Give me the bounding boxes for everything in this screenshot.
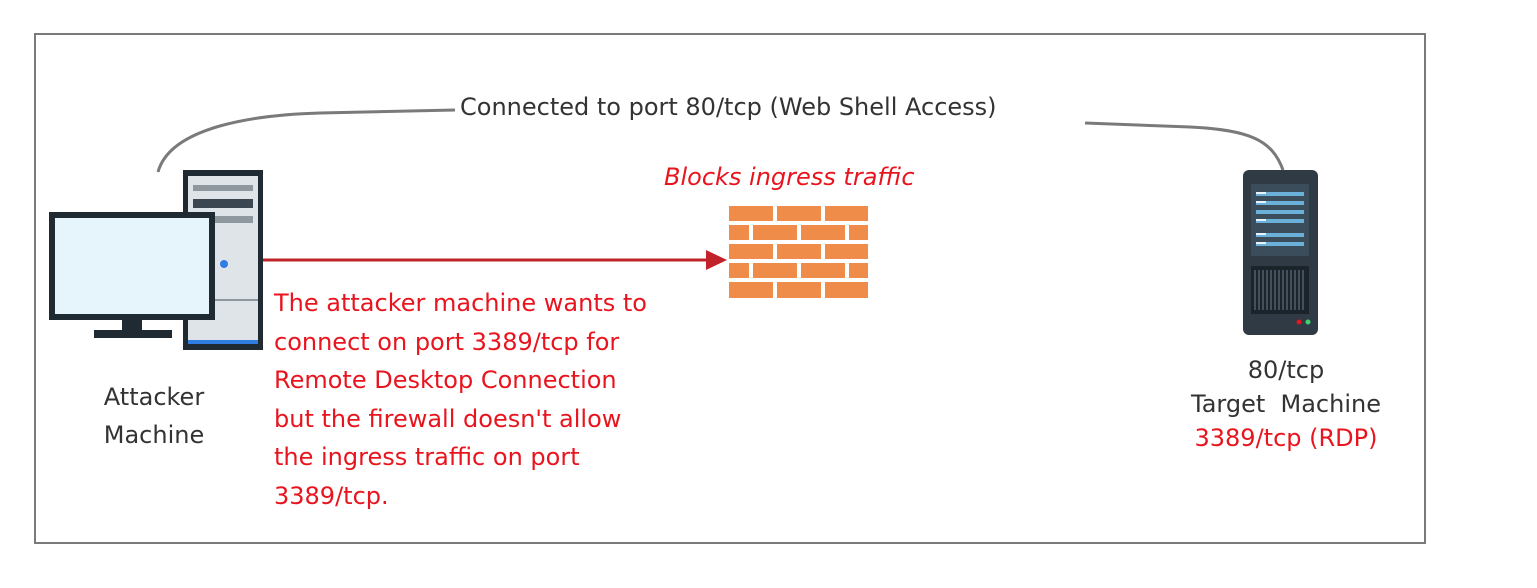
attacker-label-line2: Machine bbox=[103, 421, 205, 449]
target-port-rdp: 3389/tcp (RDP) bbox=[1194, 424, 1378, 452]
target-label: 80/tcp Target Machine 3389/tcp (RDP) bbox=[1150, 353, 1422, 455]
connection-label: Connected to port 80/tcp (Web Shell Acce… bbox=[460, 93, 997, 121]
blocked-attempt-description: The attacker machine wants to connect on… bbox=[274, 284, 734, 515]
connection-line bbox=[156, 108, 456, 173]
attacker-label: Attacker Machine bbox=[68, 378, 240, 454]
description-line: but the firewall doesn't allow bbox=[274, 404, 622, 433]
connection-line-right bbox=[1084, 121, 1285, 171]
target-port-http: 80/tcp bbox=[1247, 356, 1325, 384]
description-line: connect on port 3389/tcp for bbox=[274, 327, 620, 356]
desktop-computer-icon bbox=[49, 170, 263, 350]
server-tower-icon bbox=[1243, 170, 1318, 335]
description-line: Remote Desktop Connection bbox=[274, 366, 617, 394]
attacker-label-line1: Attacker bbox=[103, 383, 205, 411]
firewall-caption: Blocks ingress traffic bbox=[664, 163, 915, 191]
description-line: The attacker machine wants to bbox=[274, 289, 647, 317]
description-line: the ingress traffic on port bbox=[274, 443, 580, 471]
diagram-frame bbox=[34, 33, 1426, 544]
description-line: 3389/tcp. bbox=[274, 481, 389, 510]
brick-wall-firewall-icon bbox=[729, 206, 868, 298]
blocked-connection-arrow bbox=[263, 250, 727, 270]
target-name: Target Machine bbox=[1191, 390, 1381, 418]
